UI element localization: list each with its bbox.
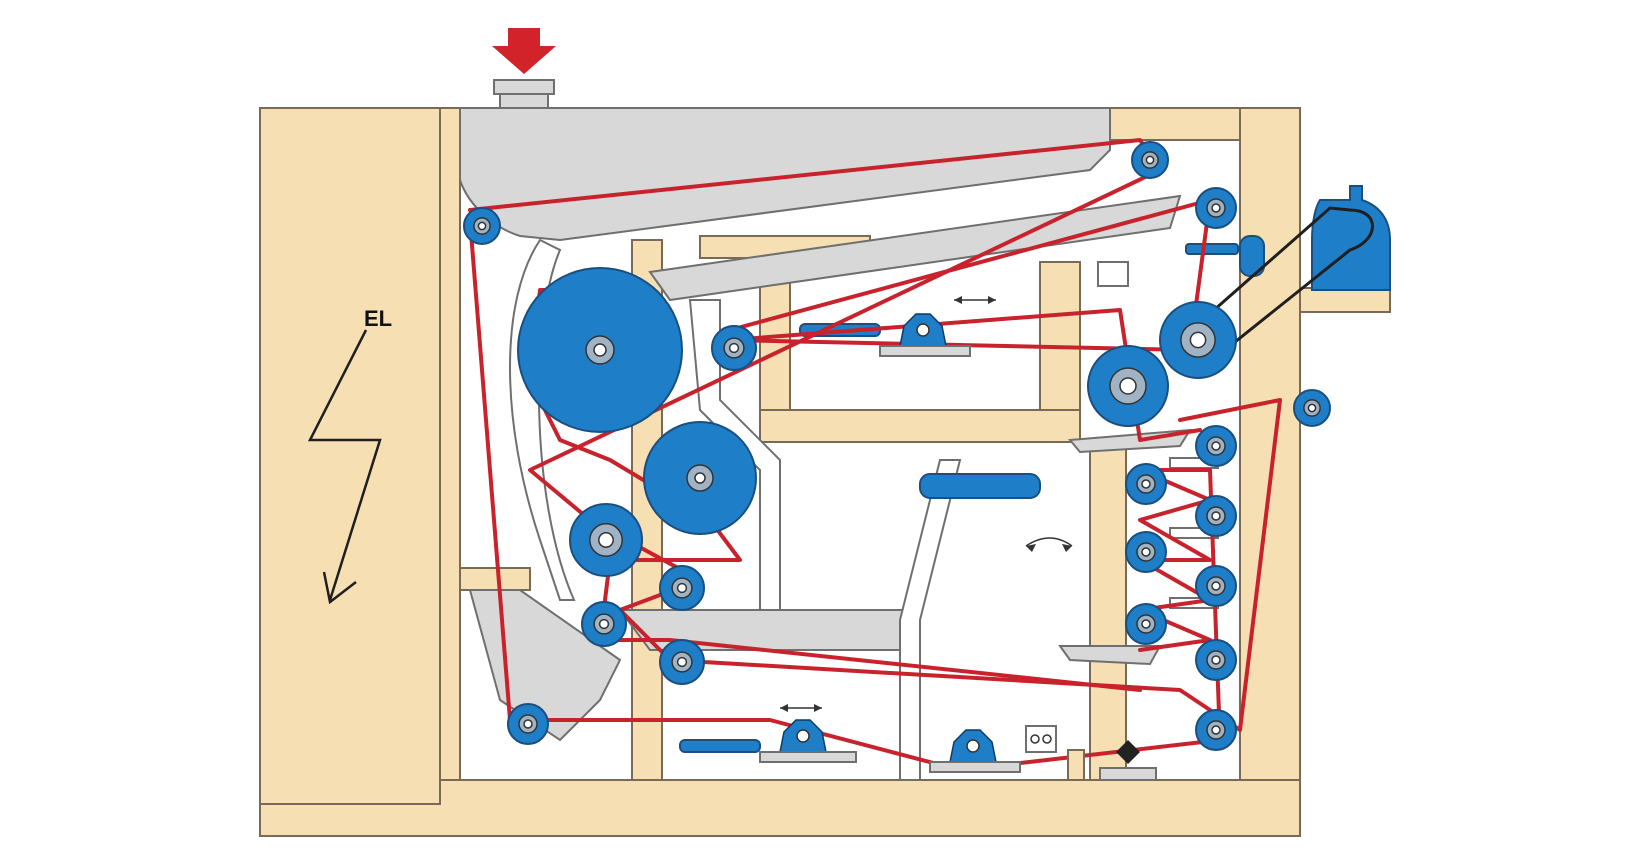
roller	[581, 601, 627, 647]
drain-base	[1099, 767, 1157, 781]
roller	[1125, 463, 1167, 505]
secondary-drum	[643, 421, 757, 535]
lightning-arrow-head	[322, 571, 357, 605]
electrical-label: EL	[364, 306, 392, 331]
roller	[1195, 565, 1237, 607]
roller	[1195, 639, 1237, 681]
roller	[1195, 425, 1237, 467]
tensioning-cylinder-lower	[679, 739, 761, 753]
drain-valve-icon	[1116, 740, 1140, 764]
roller	[569, 503, 643, 577]
roller	[1195, 709, 1237, 751]
right-frame-post	[1239, 107, 1301, 781]
limit-switch	[1097, 261, 1129, 287]
hydraulic-cylinder-center	[919, 473, 1041, 499]
roller	[1087, 345, 1169, 427]
bearing-lower-left	[759, 719, 857, 763]
lightning-bolt-icon	[307, 329, 382, 601]
roller	[659, 565, 705, 611]
main-dewatering-drum	[517, 267, 683, 433]
vertical-frame-right	[1089, 439, 1127, 781]
electrical-cabinet	[259, 107, 441, 805]
valve-gauge-1	[1030, 734, 1040, 744]
roller	[1159, 301, 1237, 379]
guide-plate	[1185, 243, 1239, 255]
roller	[1195, 187, 1237, 229]
motor-icon	[1311, 185, 1391, 291]
roller	[711, 325, 757, 371]
left-shelf	[459, 567, 531, 591]
support-arm	[899, 459, 962, 781]
adjust-arrow-lower	[780, 704, 822, 712]
scraper-blade-lower	[1058, 645, 1162, 666]
feed-arrow-icon	[492, 28, 556, 74]
bearing-icon	[879, 313, 971, 357]
roller	[507, 703, 549, 745]
roller	[1125, 603, 1167, 645]
bearing-lower-center	[929, 729, 1021, 773]
inlet-flange	[493, 79, 555, 95]
roller	[1195, 495, 1237, 537]
roller	[659, 639, 705, 685]
roller	[463, 207, 501, 245]
roller	[1125, 531, 1167, 573]
roller	[1131, 141, 1169, 179]
adjust-arrow-upper	[954, 296, 996, 304]
roller	[1293, 389, 1331, 427]
post-stub	[1067, 749, 1085, 781]
left-frame-post	[439, 107, 461, 781]
valve-gauge-2	[1042, 734, 1052, 744]
lower-tray	[618, 609, 911, 651]
roller-group	[463, 141, 1331, 751]
rotation-arrow-icon	[1025, 537, 1073, 552]
motor-shelf	[1299, 287, 1391, 313]
center-frame-beam	[759, 409, 1081, 443]
